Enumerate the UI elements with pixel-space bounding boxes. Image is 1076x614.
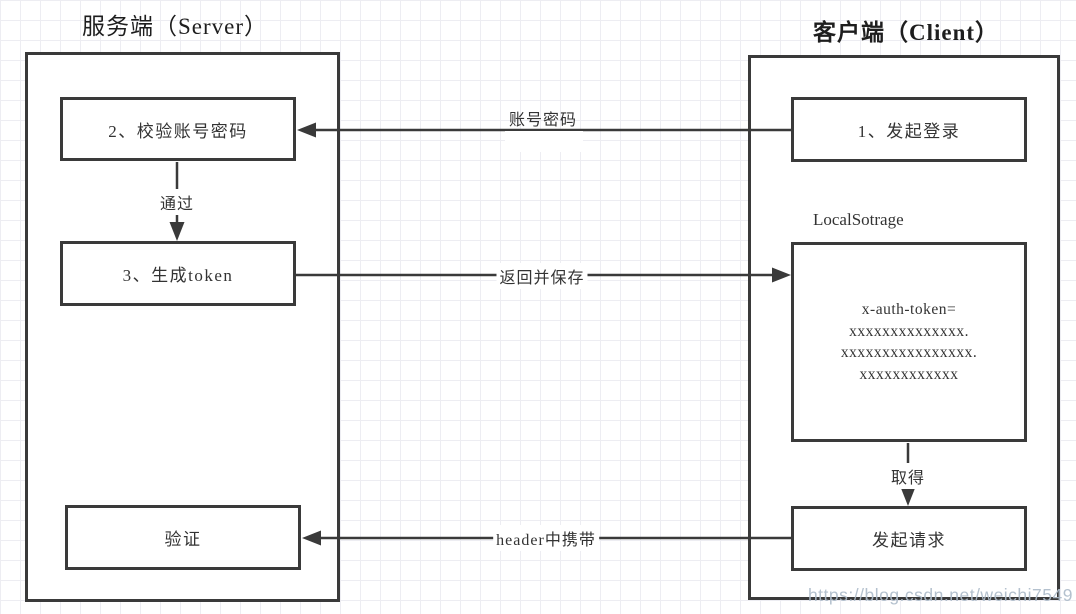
- client-title: 客户端（Client）: [812, 20, 1000, 45]
- node-initiate-login: 1、发起登录: [791, 97, 1027, 162]
- token-line: xxxxxxxxxxxxxx.: [849, 322, 969, 340]
- credentials-label-backing: [505, 131, 583, 152]
- node-generate-token: 3、生成token: [60, 241, 296, 306]
- watermark-url: https://blog.csdn.net/weichi7549: [807, 585, 1073, 605]
- token-line: x-auth-token=: [861, 301, 957, 318]
- edge-label-return-save: 返回并保存: [496, 263, 588, 289]
- node-validate: 验证: [65, 505, 301, 570]
- node-initiate-login-label: 1、发起登录: [857, 122, 961, 141]
- node-validate-label: 验证: [164, 530, 202, 549]
- node-generate-token-label: 3、生成token: [122, 266, 234, 285]
- node-send-request: 发起请求: [791, 506, 1027, 571]
- edge-label-credentials: 账号密码: [508, 112, 578, 129]
- edge-label-obtain: 取得: [887, 463, 929, 489]
- token-line: xxxxxxxxxxxxxxxx.: [840, 344, 978, 361]
- edge-label-header-carry: header中携带: [493, 525, 599, 551]
- server-title: 服务端（Server）: [81, 14, 269, 39]
- node-send-request-label: 发起请求: [872, 531, 946, 550]
- edge-label-pass: 通过: [156, 189, 198, 215]
- node-verify-credentials-label: 2、校验账号密码: [108, 121, 248, 141]
- token-line: xxxxxxxxxxxx: [859, 365, 959, 383]
- node-localstorage-token: x-auth-token= xxxxxxxxxxxxxx. xxxxxxxxxx…: [791, 242, 1027, 442]
- localstorage-caption: LocalSotrage: [813, 210, 904, 229]
- node-verify-credentials: 2、校验账号密码: [60, 97, 296, 161]
